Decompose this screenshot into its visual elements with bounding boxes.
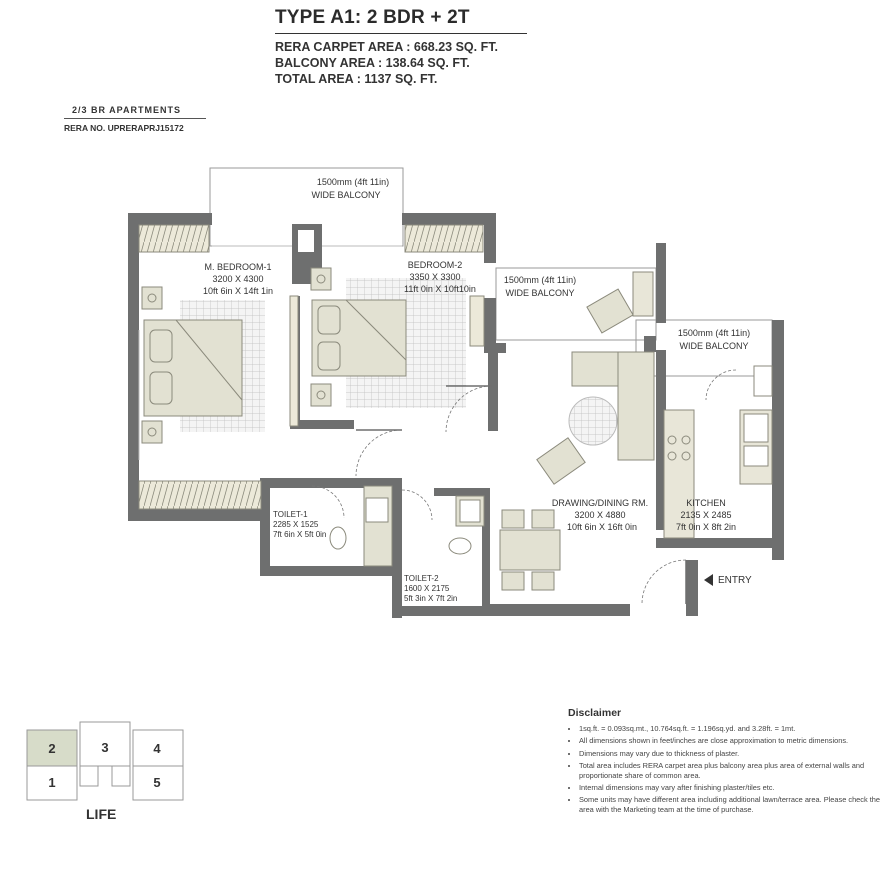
disclaimer-title: Disclaimer (568, 707, 622, 719)
kitchen-mm: 2135 X 2485 (680, 510, 731, 520)
toilet-2-name: TOILET-2 (404, 574, 439, 583)
plan-title: TYPE A1: 2 BDR + 2T (275, 7, 470, 28)
drawing-dining-mm: 3200 X 4880 (574, 510, 625, 520)
drawing-dining-ft: 10ft 6in X 16ft 0in (567, 522, 637, 532)
balcony-mid-width: 1500mm (4ft 11in) (504, 275, 576, 285)
balcony-right-width: 1500mm (4ft 11in) (678, 328, 750, 338)
key-label-3: 3 (101, 740, 108, 755)
key-label-5: 5 (153, 775, 160, 790)
key-plan-label: LIFE (86, 806, 117, 822)
key-label-2: 2 (48, 741, 55, 756)
key-unit-1 (26, 765, 78, 801)
master-bedroom-name: M. BEDROOM-1 (204, 262, 271, 272)
key-label-1: 1 (48, 775, 55, 790)
disclaimer-item: Some units may have different area inclu… (579, 795, 888, 814)
toilet-1-name: TOILET-1 (273, 510, 308, 519)
rera-number: RERA NO. UPRERAPRJ15172 (64, 123, 184, 133)
master-bedroom-mm: 3200 X 4300 (212, 274, 263, 284)
apartment-type-rule (64, 118, 206, 119)
toilet-fixtures (329, 485, 485, 567)
toilet-2-ft: 5ft 3in X 7ft 2in (404, 594, 457, 603)
bedroom-2-name: BEDROOM-2 (408, 260, 463, 270)
disclaimer-list: 1sq.ft. = 0.093sq.mt., 10.764sq.ft. = 1.… (568, 724, 888, 814)
coffee-table (568, 396, 618, 446)
wardrobes (138, 224, 485, 510)
master-bedroom-ft: 10ft 6in X 14ft 1in (203, 286, 273, 296)
key-plan: 2 3 4 1 5 (26, 721, 184, 801)
carpet-area: RERA CARPET AREA : 668.23 SQ. FT. (275, 40, 498, 54)
key-label-4: 4 (153, 741, 161, 756)
sofa-set (499, 288, 655, 591)
entry-arrow-icon (704, 574, 713, 586)
toilet-1-ft: 7ft 6in X 5ft 0in (273, 530, 326, 539)
drawing-dining-name: DRAWING/DINING RM. (552, 498, 648, 508)
door-swings (311, 369, 737, 605)
disclaimer-item: 1sq.ft. = 0.093sq.mt., 10.764sq.ft. = 1.… (579, 724, 888, 733)
balcony-top-label: WIDE BALCONY (311, 190, 380, 200)
disclaimer-item: Dimensions may vary due to thickness of … (579, 749, 888, 758)
bedroom-2-mm: 3350 X 3300 (409, 272, 460, 282)
key-unit-4 (132, 729, 184, 767)
kitchen-ft: 7ft 0in X 8ft 2in (676, 522, 736, 532)
entry-label: ENTRY (718, 575, 752, 586)
bedroom-2-ft: 11ft 0in X 10ft10in (404, 284, 476, 294)
kitchen-name: KITCHEN (686, 498, 726, 508)
balcony-area: BALCONY AREA : 138.64 SQ. FT. (275, 56, 470, 70)
balcony-right-label: WIDE BALCONY (679, 341, 748, 351)
key-unit-3 (79, 721, 131, 767)
balcony-top-width: 1500mm (4ft 11in) (317, 177, 389, 187)
balcony-mid-label: WIDE BALCONY (505, 288, 574, 298)
apartment-type: 2/3 BR APARTMENTS (72, 105, 182, 115)
key-core-left (79, 765, 99, 787)
bed-2 (310, 267, 407, 407)
doors (356, 385, 687, 604)
windows (138, 245, 402, 460)
planter (632, 271, 654, 317)
disclaimer: Disclaimer 1sq.ft. = 0.093sq.mt., 10.764… (568, 707, 888, 817)
disclaimer-item: All dimensions shown in feet/inches are … (579, 736, 888, 745)
key-unit-2 (26, 729, 78, 767)
key-unit-5 (132, 765, 184, 801)
disclaimer-item: Total area includes RERA carpet area plu… (579, 761, 888, 780)
disclaimer-item: Internal dimensions may vary after finis… (579, 783, 888, 792)
toilet-2-mm: 1600 X 2175 (404, 584, 450, 593)
kitchen-counters (663, 365, 773, 539)
title-underline (275, 33, 527, 34)
key-core-right (111, 765, 131, 787)
bed-master (141, 286, 243, 444)
total-area: TOTAL AREA : 1137 SQ. FT. (275, 72, 438, 86)
toilet-1-mm: 2285 X 1525 (273, 520, 319, 529)
